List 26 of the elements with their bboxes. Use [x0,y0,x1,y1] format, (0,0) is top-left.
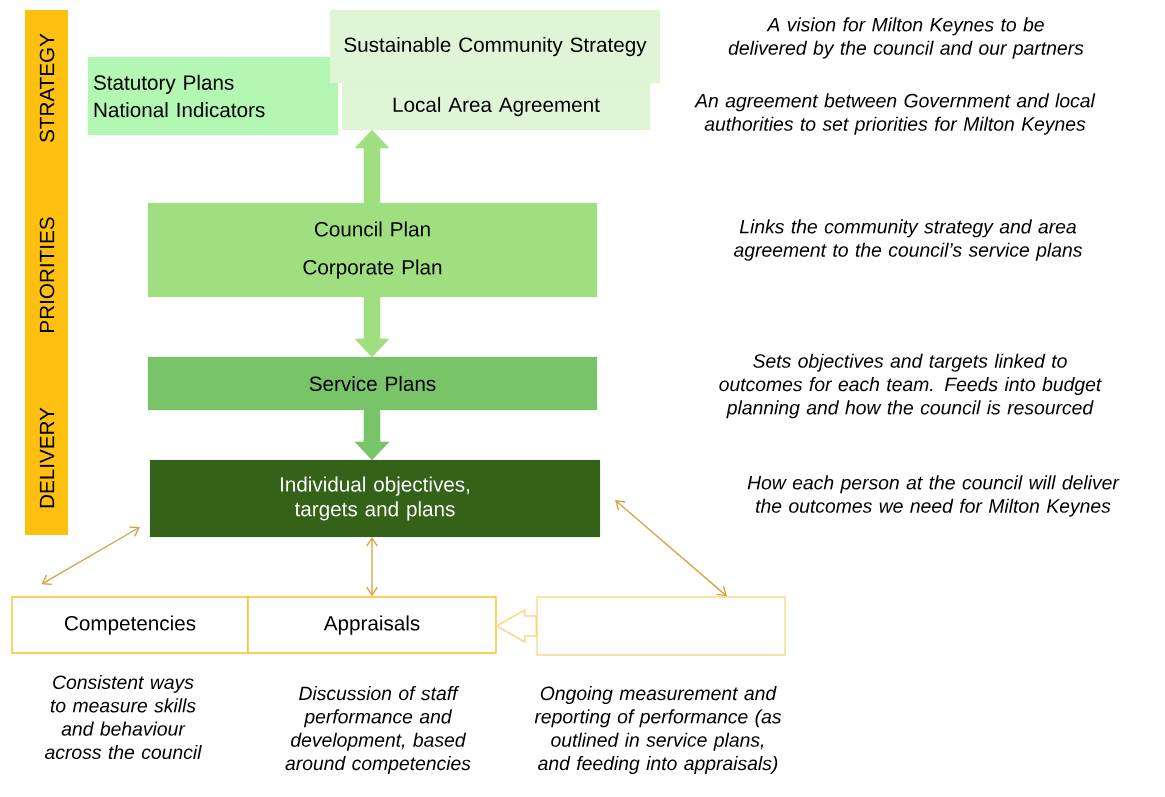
block-arrow [354,409,390,461]
description-text: An agreement between Government and local authorities to set priorities for Milton Keynes [694,93,1096,135]
double-arrow [41,526,140,585]
process-box: Sustainable Community Strategy [329,9,661,84]
description-text: How each person at the council will deliver the outcomes we need for Milton Keynes [747,475,1120,517]
description-text: Sets objectives and targets linked to outcomes for each team. Feeds into budget planning and how the council is resourced [719,353,1102,419]
process-box: Council Plan Corporate Plan [147,202,598,298]
process-box: Appraisals [247,596,497,654]
double-arrow [366,537,378,597]
process-box: Competencies [11,596,249,654]
process-box: Statutory Plans National Indicators [87,56,339,136]
band-label: DELIVERY [39,407,55,508]
band-label: STRATEGY [39,33,55,142]
description-text: Ongoing measurement and reporting of performance (as outlined in service plans, and feeding into appraisals) [534,686,782,774]
description-text: Consistent ways to measure skills and behaviour across the council [45,674,202,760]
block-arrow [354,296,390,358]
process-box: Local Area Agreement [341,82,651,131]
process-box: Individual objectives, targets and plans [149,459,601,538]
double-arrow [615,500,727,597]
band-label: PRIORITIES [39,217,55,332]
description-text: A vision for Milton Keynes to be delivered by the council and our partners [728,17,1084,59]
hollow-arrow [495,608,538,644]
block-arrow [354,129,390,204]
description-text: Discussion of staff performance and development, based around competencies [285,686,471,774]
process-box: Service Plans [147,356,598,411]
description-text: Links the community strategy and area agreement to the council’s service plans [734,219,1082,261]
